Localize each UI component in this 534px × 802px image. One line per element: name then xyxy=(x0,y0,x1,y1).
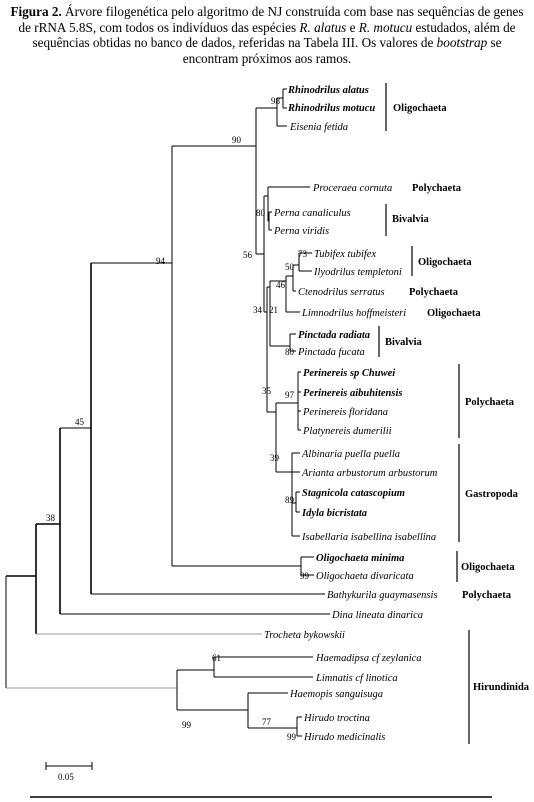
taxon-label: Pinctada radiata xyxy=(298,330,370,341)
taxon-label: Oligochaeta minima xyxy=(316,553,404,564)
group-label-bivalvia: Bivalvia xyxy=(392,214,430,225)
taxon-label: Idyla bicristata xyxy=(301,508,367,519)
group-labels: Oligochaeta Polychaeta Bivalvia Oligocha… xyxy=(385,103,530,693)
taxon-label: Arianta arbustorum arbustorum xyxy=(301,468,438,479)
taxon-label: Trocheta bykowskii xyxy=(264,630,345,641)
bootstrap-value: 89 xyxy=(285,495,295,505)
group-brackets xyxy=(378,83,470,744)
taxon-label: Perinereis sp Chuwei xyxy=(303,368,395,379)
taxon-label: Oligochaeta divaricata xyxy=(316,571,414,582)
bootstrap-value: 77 xyxy=(262,717,272,727)
group-label-polychaeta: Polychaeta xyxy=(409,287,459,298)
figure-caption: Figura 2. Árvore filogenética pelo algor… xyxy=(4,4,530,66)
bootstrap-value: 98 xyxy=(271,96,281,106)
group-label-oligochaeta: Oligochaeta xyxy=(393,103,447,114)
caption-text-3: estudados, além de sequências obtidas no… xyxy=(32,19,516,51)
bootstrap-value: 80 xyxy=(256,208,266,218)
taxon-label: Tubifex tubifex xyxy=(314,249,376,260)
scale-bar: 0.05 xyxy=(45,762,93,782)
bootstrap-value: 46 xyxy=(276,280,286,290)
taxon-label: Bathykurila guaymasensis xyxy=(327,590,438,601)
taxon-label: Proceraea cornuta xyxy=(312,183,392,194)
bootstrap-value: 90 xyxy=(232,135,242,145)
taxon-label: Perinereis aibuhitensis xyxy=(303,388,402,399)
taxon-label: Perna viridis xyxy=(273,226,329,237)
bootstrap-value: 45 xyxy=(75,417,85,427)
bootstrap-value: 39 xyxy=(270,453,280,463)
bootstrap-value: 38 xyxy=(46,513,56,523)
bootstrap-value: 56 xyxy=(243,250,253,260)
taxon-label: Perinereis floridana xyxy=(302,407,388,418)
scale-label: 0.05 xyxy=(58,772,74,782)
group-label-oligochaeta: Oligochaeta xyxy=(461,562,515,573)
taxon-label: Perna canaliculus xyxy=(273,208,351,219)
bootstrap-values: 98 90 80 56 73 50 46 21 34 80 97 35 39 8… xyxy=(46,96,310,742)
taxon-label: Eisenia fetida xyxy=(289,122,348,133)
figure-label: Figura 2. xyxy=(10,4,62,19)
group-label-gastropoda: Gastropoda xyxy=(465,489,519,500)
group-label-hirundinida: Hirundinida xyxy=(473,682,530,693)
bootstrap-value: 99 xyxy=(287,732,297,742)
group-label-polychaeta: Polychaeta xyxy=(462,590,512,601)
bootstrap-value: 34 xyxy=(253,305,263,315)
taxon-label: Pinctada fucata xyxy=(297,347,365,358)
caption-text-2: e xyxy=(346,19,359,35)
taxon-label: Hirudo medicinalis xyxy=(303,732,385,743)
caption-species-2: R. motucu xyxy=(358,19,413,35)
caption-text-4: se encontram próximos aos ramos. xyxy=(182,35,502,66)
taxon-label: Stagnicola catascopium xyxy=(302,488,405,499)
group-label-bivalvia: Bivalvia xyxy=(385,337,423,348)
group-label-oligochaeta: Oligochaeta xyxy=(427,308,481,319)
bootstrap-value: 61 xyxy=(212,653,221,663)
bootstrap-value: 21 xyxy=(269,305,278,315)
taxon-label: Platynereis dumerilii xyxy=(302,426,392,437)
bootstrap-value: 50 xyxy=(285,262,295,272)
taxon-label: Ctenodrilus serratus xyxy=(298,287,385,298)
bootstrap-value: 73 xyxy=(298,249,308,259)
group-label-polychaeta: Polychaeta xyxy=(412,183,462,194)
taxon-labels: Rhinodrilus alatus Rhinodrilus motucu Ei… xyxy=(264,85,438,743)
taxon-label: Ilyodrilus templetoni xyxy=(313,267,402,278)
taxon-label: Rhinodrilus motucu xyxy=(287,103,375,114)
caption-bootstrap-word: bootstrap xyxy=(436,35,488,50)
caption-text-1: Árvore filogenética pelo algoritmo de NJ… xyxy=(18,4,524,35)
tree-branches xyxy=(5,88,330,737)
taxon-label: Haemadipsa cf zeylanica xyxy=(315,653,422,664)
bootstrap-value: 80 xyxy=(285,347,295,357)
taxon-label: Limnatis cf linotica xyxy=(315,673,398,684)
bootstrap-value: 94 xyxy=(156,256,166,266)
bootstrap-value: 97 xyxy=(285,390,295,400)
bootstrap-value: 99 xyxy=(300,571,310,581)
taxon-label: Hirudo troctina xyxy=(303,713,370,724)
taxon-label: Haemopis sanguisuga xyxy=(289,689,383,700)
caption-species-1: R. alatus xyxy=(299,19,347,35)
taxon-label: Albinaria puella puella xyxy=(301,449,400,460)
taxon-label: Dina lineata dinarica xyxy=(331,610,423,621)
taxon-label: Rhinodrilus alatus xyxy=(287,85,369,96)
bootstrap-value: 99 xyxy=(182,720,192,730)
taxon-label: Isabellaria isabellina isabellina xyxy=(301,532,436,543)
group-label-polychaeta: Polychaeta xyxy=(465,397,515,408)
group-label-oligochaeta: Oligochaeta xyxy=(418,257,472,268)
taxon-label: Limnodrilus hoffmeisteri xyxy=(301,308,406,319)
bootstrap-value: 35 xyxy=(262,386,272,396)
